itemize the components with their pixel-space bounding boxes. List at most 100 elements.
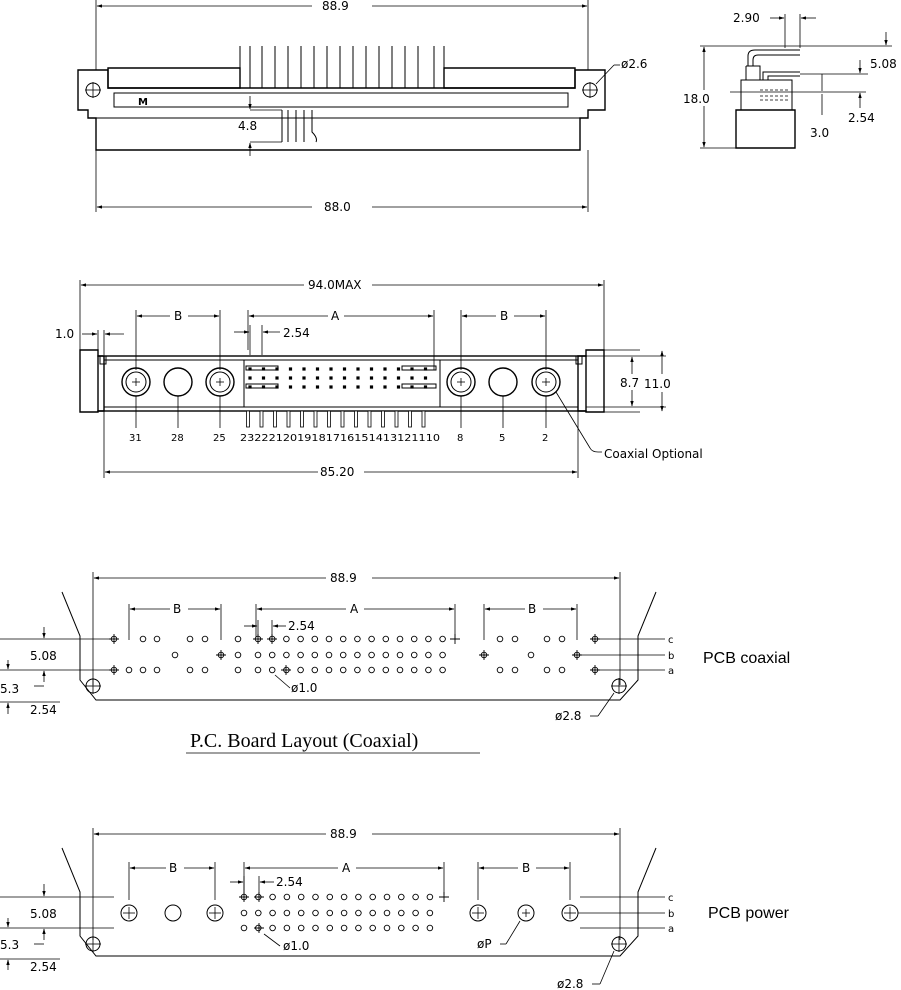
pcb-hole bbox=[382, 651, 390, 659]
pcb-coaxial-title: P.C. Board Layout (Coaxial) bbox=[190, 730, 418, 752]
pcbc-hole-pattern bbox=[109, 634, 600, 675]
top-logo: M bbox=[138, 97, 148, 108]
pcb-hole bbox=[396, 666, 404, 674]
pcb-hole bbox=[354, 651, 361, 659]
pcb-hole bbox=[186, 635, 194, 643]
pcb-power-label: PCB power bbox=[708, 905, 790, 922]
pcb-hole bbox=[283, 635, 290, 643]
pcb-hole bbox=[426, 893, 434, 901]
front-dim-110: 11.0 bbox=[644, 377, 671, 391]
pcb-hole bbox=[355, 909, 362, 917]
pcbc-dim-508: 5.08 bbox=[30, 649, 57, 663]
pcb-hole bbox=[410, 635, 418, 643]
pcb-hole bbox=[186, 666, 194, 674]
crosshair-mark bbox=[109, 634, 119, 644]
contact-pin bbox=[286, 410, 291, 428]
signal-contact bbox=[288, 376, 293, 380]
contact-pin bbox=[421, 410, 426, 428]
pcbp-dim-a: A bbox=[342, 861, 351, 875]
signal-contact bbox=[288, 367, 293, 371]
pin-label-25: 25 bbox=[213, 433, 226, 444]
pcbp-dim-hole: ø1.0 bbox=[283, 939, 309, 953]
pcb-hole bbox=[398, 909, 405, 917]
signal-contact bbox=[423, 367, 428, 371]
pcbp-dim-b-right: B bbox=[522, 861, 530, 875]
coax-optional-label: Coaxial Optional bbox=[604, 447, 703, 461]
pcb-hole bbox=[527, 651, 535, 659]
signal-contact bbox=[356, 367, 360, 371]
signal-contact bbox=[261, 376, 266, 380]
pcbc-dim-b-left: B bbox=[173, 602, 181, 616]
pcbc-row-a: a bbox=[668, 666, 674, 677]
pcb-hole bbox=[326, 893, 334, 901]
signal-contact bbox=[410, 385, 414, 389]
pcb-hole bbox=[412, 909, 419, 917]
pcb-hole bbox=[201, 666, 209, 674]
pcb-hole bbox=[297, 893, 305, 901]
pcbp-dim-overall: 88.9 bbox=[330, 827, 357, 841]
pcb-hole bbox=[325, 651, 333, 659]
contact-pin bbox=[381, 410, 385, 428]
pcb-hole bbox=[240, 909, 248, 917]
pcb-hole bbox=[153, 635, 161, 643]
pcbp-dim-53: 5.3 bbox=[0, 938, 19, 952]
pcb-power-view: 88.9 B A B 2.54 5.08 5.3 2.54 bbox=[0, 827, 790, 990]
signal-contact bbox=[356, 385, 360, 389]
signal-contact bbox=[302, 376, 306, 380]
pcb-hole bbox=[558, 635, 566, 643]
pcb-hole bbox=[396, 651, 404, 659]
pcbc-dim-254: 2.54 bbox=[288, 619, 315, 633]
crosshair-mark bbox=[254, 892, 264, 902]
pcb-hole bbox=[543, 635, 551, 643]
pin-label-28: 28 bbox=[171, 433, 184, 444]
pcbc-row-b: b bbox=[668, 651, 674, 662]
pcbp-dim-254b: 2.54 bbox=[30, 960, 57, 974]
signal-contact bbox=[369, 376, 374, 380]
pcb-hole bbox=[254, 666, 262, 674]
signal-contact bbox=[342, 376, 347, 380]
pcb-hole bbox=[355, 893, 362, 901]
pcb-hole bbox=[425, 651, 432, 659]
pcb-hole bbox=[311, 635, 319, 643]
signal-contact bbox=[248, 367, 252, 371]
pcb-hole bbox=[240, 924, 248, 932]
signal-contact bbox=[423, 376, 428, 380]
contact-pin bbox=[408, 410, 412, 428]
pcb-hole bbox=[412, 893, 419, 901]
signal-contact bbox=[261, 367, 266, 371]
top-dim-hole: ø2.6 bbox=[621, 57, 647, 71]
front-dim-b-left: B bbox=[174, 309, 182, 323]
crosshair-mark bbox=[479, 650, 489, 660]
pcb-hole bbox=[439, 666, 446, 674]
pcb-hole bbox=[139, 635, 147, 643]
side-dim-290: 2.90 bbox=[733, 11, 760, 25]
pcb-hole bbox=[254, 651, 262, 659]
pcb-hole bbox=[368, 666, 375, 674]
pcb-hole bbox=[511, 666, 519, 674]
pcb-hole bbox=[312, 893, 319, 901]
contact-pin bbox=[273, 410, 277, 428]
pcb-hole bbox=[125, 666, 133, 674]
signal-contact bbox=[396, 376, 401, 380]
signal-contact bbox=[302, 367, 306, 371]
crosshair-mark bbox=[109, 665, 119, 675]
signal-contact bbox=[329, 367, 333, 371]
pcb-coaxial-view: 88.9 B A B 2.54 5.08 5.3 2.54 bbox=[0, 571, 790, 754]
signal-contact bbox=[315, 367, 320, 371]
pcb-hole bbox=[297, 666, 304, 674]
signal-contact bbox=[248, 376, 252, 380]
signal-contact bbox=[410, 376, 414, 380]
signal-contact bbox=[383, 376, 387, 380]
signal-contact bbox=[396, 385, 401, 389]
pcb-hole bbox=[201, 635, 209, 643]
pcb-hole bbox=[312, 909, 319, 917]
pin-label-31: 31 bbox=[129, 433, 142, 444]
front-dim-max: 94.0MAX bbox=[308, 278, 362, 292]
signal-contact bbox=[369, 385, 374, 389]
front-dim-8520: 85.20 bbox=[320, 465, 354, 479]
pcb-hole bbox=[426, 924, 434, 932]
pcb-hole bbox=[383, 909, 391, 917]
signal-contact bbox=[261, 385, 266, 389]
pcb-hole bbox=[340, 924, 348, 932]
front-dim-10: 1.0 bbox=[55, 327, 74, 341]
